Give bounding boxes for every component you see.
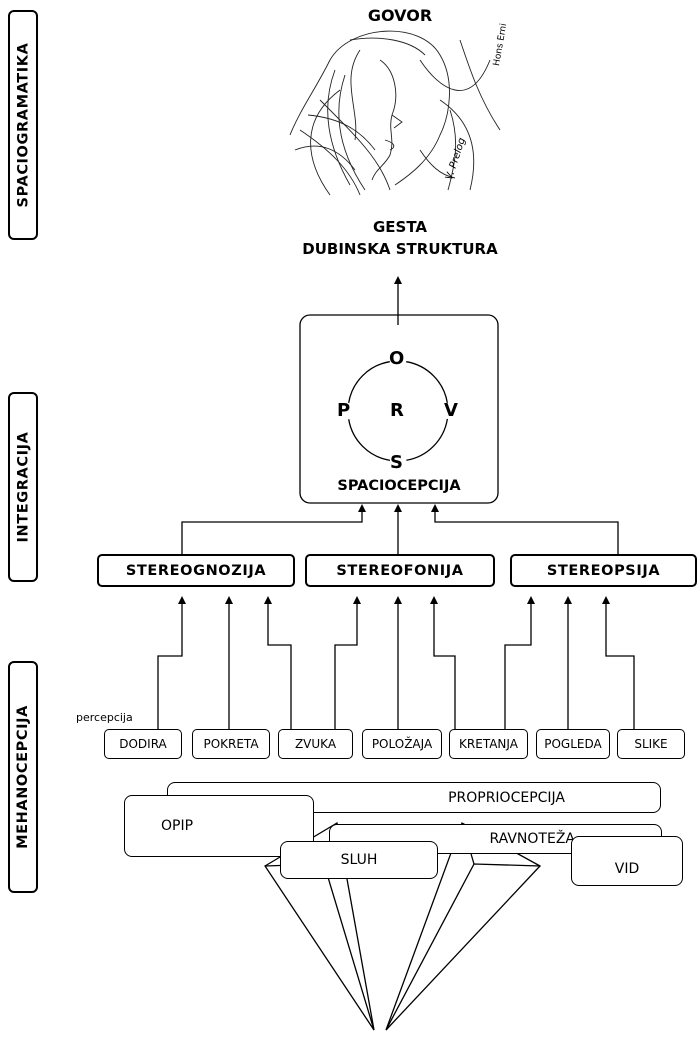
- stereopsija-box: STEREOPSIJA: [510, 554, 697, 587]
- sluh-box: SLUH: [280, 841, 438, 879]
- vid-box: VID: [571, 836, 683, 886]
- perception-zvuka: ZVUKA: [278, 729, 353, 759]
- perception-pokreta: POKRETA: [192, 729, 270, 759]
- propriocepcija-label: PROPRIOCEPCIJA: [448, 789, 565, 806]
- govor-title: GOVOR: [367, 6, 433, 25]
- perception-dodira: DODIRA: [104, 729, 182, 759]
- letter-v: V: [444, 400, 458, 421]
- letter-s: S: [390, 452, 403, 473]
- perception-pogleda: POGLEDA: [536, 729, 610, 759]
- opip-label: OPIP: [161, 818, 194, 834]
- perception-polozaja: POLOŽAJA: [362, 729, 442, 759]
- letter-r: R: [390, 400, 404, 421]
- perception-kretanja: KRETANJA: [449, 729, 528, 759]
- perception-slike: SLIKE: [617, 729, 685, 759]
- side-label-spaciogramatika: SPACIOGRAMATIKA: [8, 10, 38, 240]
- percepcija-label: percepcija: [76, 711, 133, 724]
- vid-label: VID: [614, 861, 640, 877]
- spaciocepcija-label: SPACIOCEPCIJA: [337, 478, 461, 494]
- letter-o: O: [389, 348, 405, 369]
- side-label-text: MEHANOCEPCIJA: [15, 705, 31, 849]
- side-label-text: SPACIOGRAMATIKA: [15, 42, 32, 208]
- ravnoteza-label: RAVNOTEŽA: [489, 831, 575, 847]
- gesta-title: GESTA: [372, 218, 428, 236]
- portrait-sketch: [289, 30, 501, 196]
- stereofonija-box: STEREOFONIJA: [305, 554, 495, 587]
- dubinska-struktura-title: DUBINSKA STRUKTURA: [302, 240, 498, 258]
- letter-p: P: [337, 400, 351, 421]
- stereognozija-box: STEREOGNOZIJA: [97, 554, 295, 587]
- side-label-integracija: INTEGRACIJA: [8, 392, 38, 582]
- side-label-mehanocepcija: MEHANOCEPCIJA: [8, 661, 38, 893]
- sluh-label: SLUH: [340, 852, 378, 868]
- side-label-text: INTEGRACIJA: [15, 431, 31, 543]
